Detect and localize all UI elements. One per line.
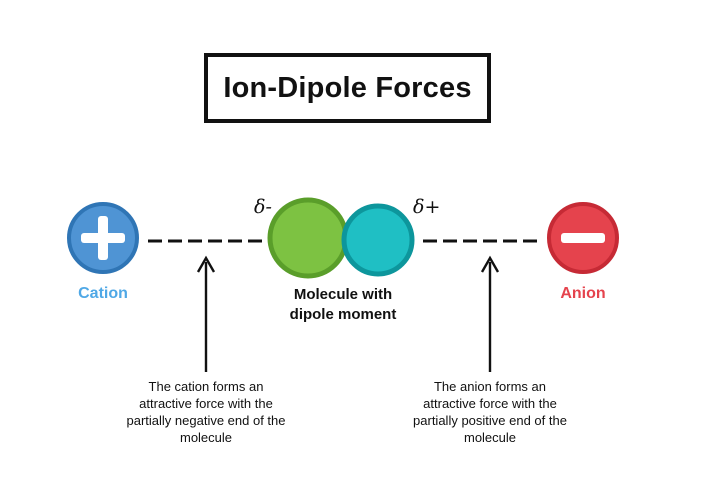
caption-left-line3: partially negative end of the xyxy=(126,413,286,428)
arrow-left xyxy=(196,255,216,372)
caption-right-line1: The anion forms an xyxy=(433,379,546,394)
molecule-label: Molecule with dipole moment xyxy=(265,285,421,325)
molecule-negative-end xyxy=(267,197,349,279)
diagram-title: Ion-Dipole Forces xyxy=(204,53,491,123)
arrow-right xyxy=(480,255,500,372)
anion-label: Anion xyxy=(560,285,606,302)
caption-right: The anion forms an attractive force with… xyxy=(390,378,590,446)
caption-left-line1: The cation forms an xyxy=(148,379,264,394)
caption-right-line3: partially positive end of the xyxy=(413,413,567,428)
minus-icon xyxy=(561,233,605,243)
delta-negative-label: δ- xyxy=(254,196,272,218)
cation-label: Cation xyxy=(78,285,128,302)
delta-positive-label: δ+ xyxy=(413,196,441,218)
molecule-positive-end xyxy=(341,203,415,277)
molecule-label-line2: dipole moment xyxy=(289,306,397,323)
molecule-label-line1: Molecule with xyxy=(293,286,393,303)
plus-icon-vertical xyxy=(98,216,108,260)
cation-ion xyxy=(67,202,139,274)
caption-left-line2: attractive force with the xyxy=(139,396,273,411)
caption-right-line2: attractive force with the xyxy=(423,396,557,411)
caption-right-line4: molecule xyxy=(463,430,517,445)
caption-left: The cation forms an attractive force wit… xyxy=(106,378,306,446)
anion-ion xyxy=(547,202,619,274)
dipole-molecule xyxy=(267,197,415,279)
caption-left-line4: molecule xyxy=(179,430,233,445)
